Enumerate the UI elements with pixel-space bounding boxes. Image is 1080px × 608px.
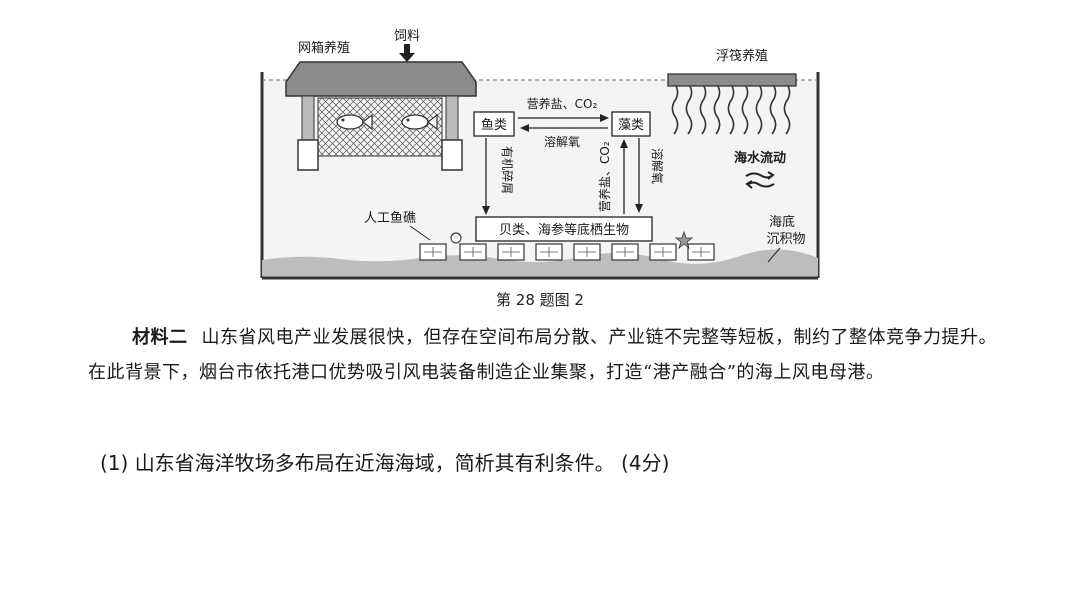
figure-caption: 第 28 题图 2 xyxy=(0,289,1080,310)
net-cage xyxy=(286,62,476,170)
label-fish: 鱼类 xyxy=(481,117,507,133)
label-seawater-flow: 海水流动 xyxy=(734,150,786,166)
label-sediment-line2: 沉积物 xyxy=(766,232,805,247)
label-benthos: 贝类、海参等底栖生物 xyxy=(499,222,629,238)
label-artificial-reef: 人工鱼礁 xyxy=(364,210,416,226)
label-organic-debris: 有机碎屑 xyxy=(500,146,515,194)
label-algae: 藻类 xyxy=(618,118,644,133)
feed-arrow-icon xyxy=(399,44,415,62)
shell-icon xyxy=(451,233,461,243)
label-nutrients-co2-vertical: 营养盐、CO₂ xyxy=(597,141,612,212)
material-heading: 材料二 xyxy=(132,327,188,348)
label-nutrients-co2: 营养盐、CO₂ xyxy=(527,96,598,111)
label-dissolved-oxygen: 溶解氧 xyxy=(544,134,580,149)
material-text: 山东省风电产业发展很快，但存在空间布局分散、产业链不完整等短板，制约了整体竞争力… xyxy=(88,327,997,383)
material-paragraph: 材料二山东省风电产业发展很快，但存在空间布局分散、产业链不完整等短板，制约了整体… xyxy=(88,320,1008,390)
label-raft-farming: 浮筏养殖 xyxy=(716,48,768,64)
raft xyxy=(668,74,796,86)
marine-ranch-diagram: 网箱养殖 饲料 浮筏养殖 鱼类 藻类 营养盐、CO₂ 溶解氧 有机碎屑 xyxy=(0,0,1080,290)
label-cage-farming: 网箱养殖 xyxy=(298,40,350,56)
label-dissolved-oxygen-vertical: 溶解氧 xyxy=(650,148,665,184)
label-sediment-line1: 海底 xyxy=(769,214,795,230)
question-1: (1) 山东省海洋牧场多布局在近海海域，简析其有利条件。 (4分) xyxy=(100,447,1020,476)
label-feed: 饲料 xyxy=(394,29,420,44)
